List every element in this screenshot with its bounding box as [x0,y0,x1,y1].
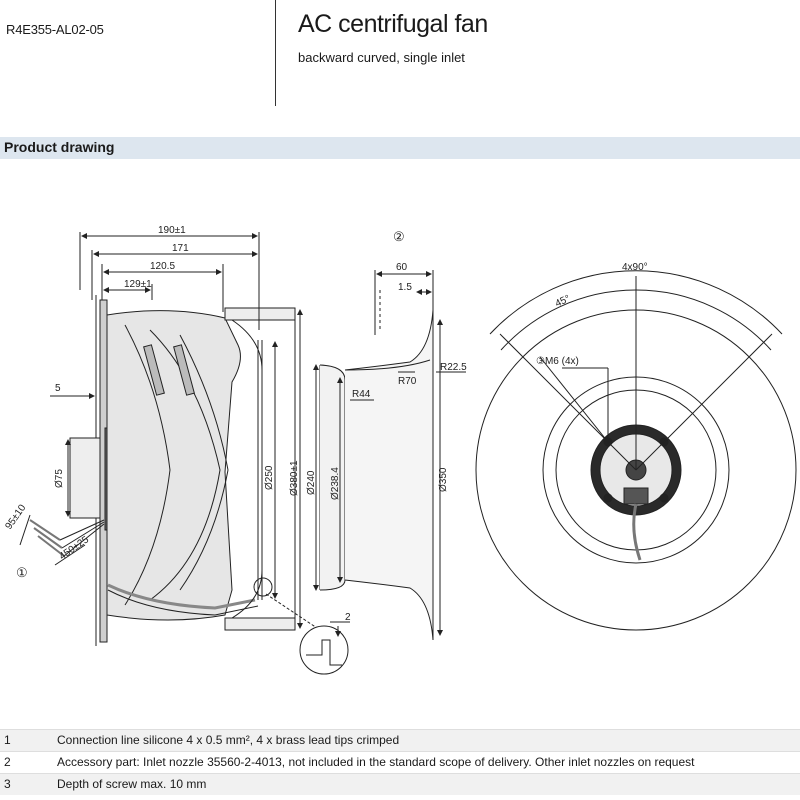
radius-22-5: R22.5 [440,362,467,373]
dim-250: Ø250 [264,465,275,490]
dim-120: 120.5 [150,261,175,272]
note-text: Accessory part: Inlet nozzle 35560-2-401… [57,755,695,769]
note-number: 2 [4,755,11,769]
front-view [475,270,797,631]
product-drawing: 190±1 171 120.5 129±1 5 Ø75 Ø250 Ø380±1 … [3,225,797,675]
dim-190: 190±1 [158,225,186,236]
dim-75: Ø75 [54,469,65,488]
dim-171: 171 [172,243,189,254]
front-view-dimensions: 4x90° 45° ③M6 (4x) [536,262,648,367]
dim-129: 129±1 [124,279,152,290]
dim-238-4: Ø238.4 [330,467,341,500]
product-subtitle: backward curved, single inlet [298,50,465,65]
section-header: Product drawing [0,137,800,159]
note-text: Depth of screw max. 10 mm [57,777,207,791]
dim-2: 2 [345,612,351,623]
dim-240: Ø240 [306,470,317,495]
note-row: 1 Connection line silicone 4 x 0.5 mm², … [0,729,800,751]
side-view [19,232,321,646]
notes-table: 1 Connection line silicone 4 x 0.5 mm², … [0,729,800,795]
lead-length-1: 95±10 [3,502,28,531]
angle-4x90: 4x90° [622,262,648,273]
angle-45: 45° [554,293,572,309]
dim-380: Ø380±1 [289,460,300,496]
note-number: 1 [4,733,11,747]
thread-m6: ③M6 (4x) [536,356,579,367]
note-number: 3 [4,777,11,791]
note-row: 3 Depth of screw max. 10 mm [0,773,800,795]
model-number: R4E355-AL02-05 [6,22,104,37]
callout-1: ① [16,565,28,580]
dim-1-5: 1.5 [398,282,412,293]
header-divider [275,0,276,106]
callout-2: ② [393,229,405,244]
product-title: AC centrifugal fan [298,10,488,38]
dim-60: 60 [396,262,408,273]
inlet-nozzle-dimensions: ② 60 1.5 R44 R70 R22.5 Ø240 Ø238.4 Ø350 … [306,229,467,623]
radius-70: R70 [398,376,417,387]
dim-350: Ø350 [438,467,449,492]
radius-44: R44 [352,389,371,400]
note-row: 2 Accessory part: Inlet nozzle 35560-2-4… [0,751,800,773]
dim-5: 5 [55,383,61,394]
inlet-nozzle-view [299,270,466,675]
section-title: Product drawing [4,139,115,155]
note-text: Connection line silicone 4 x 0.5 mm², 4 … [57,733,400,747]
